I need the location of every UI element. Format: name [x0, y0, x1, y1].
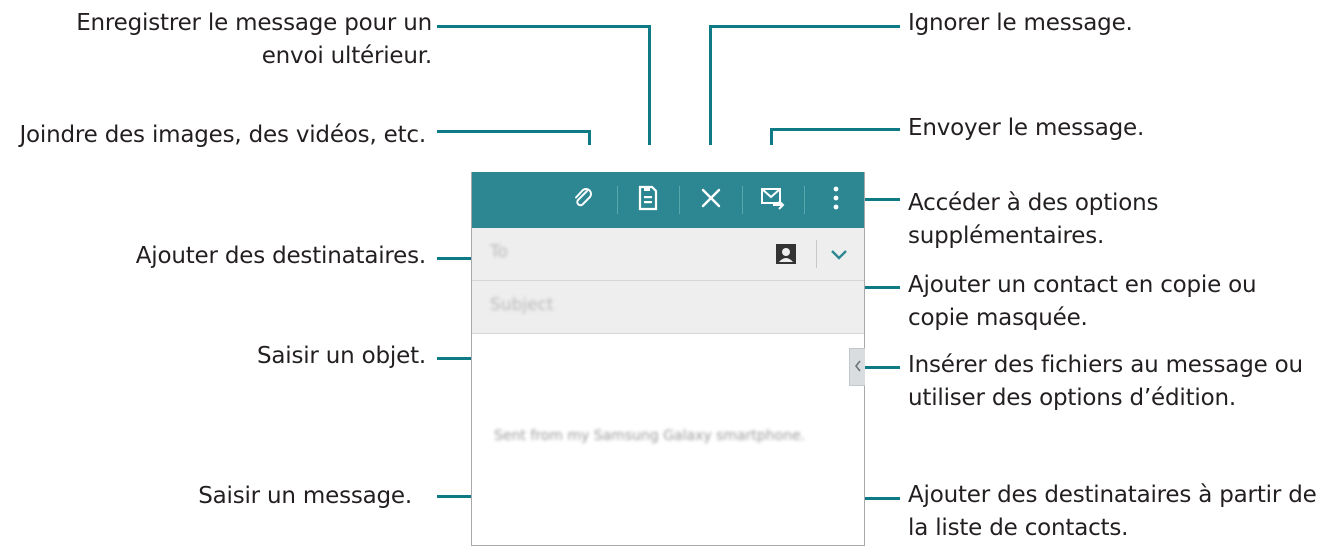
- callout-recipients: Ajouter des destinataires.: [135, 243, 426, 269]
- chevron-down-icon: [827, 250, 851, 270]
- callout-contacts: Ajouter des destinataires à partir de la…: [908, 482, 1317, 541]
- leader-discard-v: [709, 25, 712, 145]
- callout-cc-bcc: Ajouter un contact en copie ou copie mas…: [908, 272, 1257, 331]
- leader-send: [770, 128, 900, 131]
- send-button[interactable]: [755, 182, 791, 218]
- action-separator: [804, 186, 805, 214]
- send-mail-icon: [760, 186, 786, 214]
- callout-save: Enregistrer le message pour un envoi ult…: [76, 10, 432, 69]
- to-placeholder: To: [490, 242, 508, 262]
- message-body[interactable]: Sent from my Samsung Galaxy smartphone.: [494, 428, 806, 444]
- attach-button[interactable]: [565, 182, 601, 218]
- leader-discard: [709, 25, 900, 28]
- action-separator: [617, 186, 618, 214]
- callout-more: Accéder à des options supplémentaires.: [908, 190, 1159, 249]
- save-button[interactable]: [630, 182, 666, 218]
- edit-panel-tab[interactable]: [849, 348, 865, 386]
- callout-subject: Saisir un objet.: [256, 343, 426, 369]
- contact-icon: [772, 244, 800, 272]
- cc-bcc-button[interactable]: [827, 242, 851, 266]
- leader-attach: [437, 130, 590, 133]
- compose-screen: To Subject: [471, 172, 865, 546]
- leader-send-v: [770, 128, 773, 145]
- action-separator: [679, 186, 680, 214]
- callout-insert: Insérer des fichiers au message ou utili…: [908, 352, 1303, 411]
- callout-attach: Joindre des images, des vidéos, etc.: [19, 122, 426, 148]
- paperclip-icon: [570, 185, 596, 215]
- leader-attach-v: [588, 130, 591, 145]
- callout-discard: Ignorer le message.: [908, 10, 1133, 36]
- contacts-button[interactable]: [772, 240, 800, 268]
- leader-more: [840, 198, 900, 201]
- leader-cc: [836, 286, 900, 289]
- chevron-left-icon: [853, 358, 863, 377]
- callout-send: Envoyer le message.: [908, 115, 1145, 141]
- leader-save: [437, 25, 650, 28]
- leader-save-v: [648, 25, 651, 145]
- field-separator: [816, 240, 817, 268]
- more-options-icon: [832, 185, 840, 215]
- save-icon: [636, 185, 660, 215]
- more-options-button[interactable]: [818, 182, 854, 218]
- subject-placeholder: Subject: [490, 295, 554, 315]
- leader-insert: [851, 366, 900, 369]
- leader-message: [437, 495, 484, 498]
- discard-button[interactable]: [693, 182, 729, 218]
- action-separator: [742, 186, 743, 214]
- close-icon: [700, 187, 722, 213]
- action-bar: [472, 172, 864, 228]
- to-field[interactable]: To: [472, 228, 864, 281]
- subject-field[interactable]: Subject: [472, 281, 864, 334]
- callout-message: Saisir un message.: [198, 483, 412, 509]
- leader-recipients: [437, 257, 479, 260]
